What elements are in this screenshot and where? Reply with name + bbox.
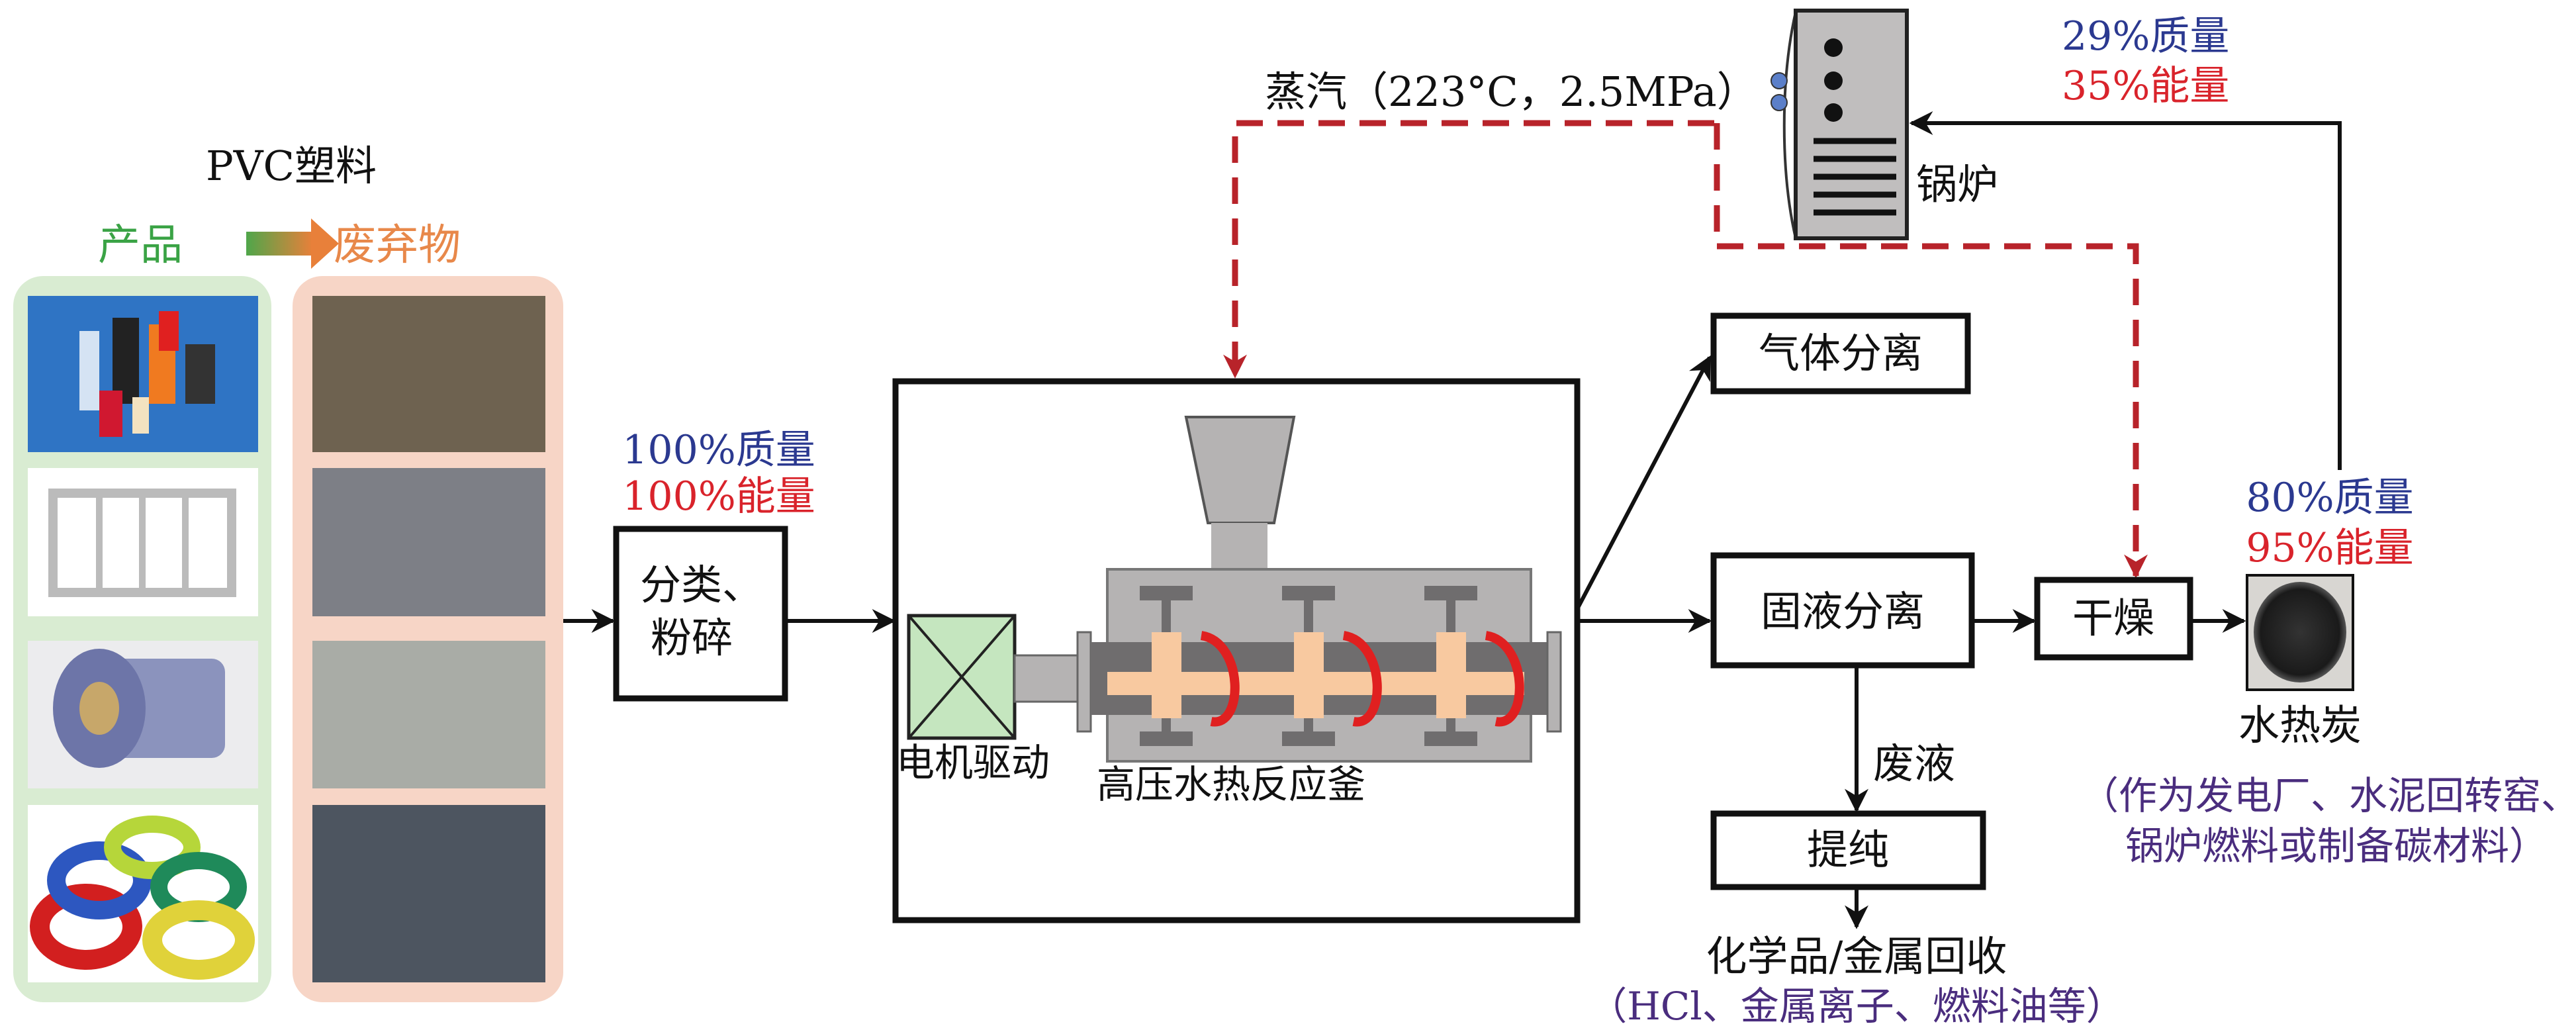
gas-separation-label: 气体分离 <box>1759 329 1923 377</box>
waste-image-cable-scraps <box>312 805 545 982</box>
solid-liquid-separation-box <box>1710 552 1975 669</box>
sorting-box <box>613 526 788 702</box>
sorting-label-line2: 粉碎 <box>651 614 733 662</box>
steam-line-to-dryer <box>1714 123 2148 579</box>
chem-recovery-label: 化学品/金属回收 <box>1706 932 2007 980</box>
input-energy-label: 100%能量 <box>622 473 815 520</box>
hydrochar-energy-label: 95%能量 <box>2246 525 2413 571</box>
product-image-pipes <box>28 296 258 452</box>
gas-separation-box <box>1710 312 1971 395</box>
hydrochar-to-boiler-line <box>1909 111 2342 470</box>
hydrochar-image <box>2246 574 2354 691</box>
product-image-window-frame <box>28 468 258 616</box>
pvc-title: PVC塑料 <box>206 142 377 190</box>
product-image-cable-coils <box>28 805 258 982</box>
waste-label: 废弃物 <box>334 221 461 270</box>
motor-label: 电机驱动 <box>896 740 1050 785</box>
steam-line-to-reactor <box>1223 120 1714 379</box>
product-image-film-roll <box>28 641 258 788</box>
waste-image-window-scraps <box>312 468 545 616</box>
product-to-waste-arrow-icon <box>246 218 339 269</box>
purify-label: 提纯 <box>1807 825 1889 874</box>
reactor-label: 高压水热反应釜 <box>1097 762 1365 807</box>
boiler-label: 锅炉 <box>1916 160 1998 209</box>
boiler-icon <box>1771 9 1909 240</box>
motor-drive-icon <box>907 614 1017 740</box>
waste-image-film-scraps <box>312 641 545 788</box>
input-mass-label: 100%质量 <box>622 427 815 473</box>
waste-liquid-label: 废液 <box>1873 739 1955 788</box>
product-label: 产品 <box>98 221 183 270</box>
hydrothermal-reactor-icon <box>1013 416 1562 763</box>
hydrochar-label: 水热炭 <box>2238 701 2362 749</box>
chem-recovery-detail: （HCl、金属离子、燃料油等） <box>1588 984 2125 1029</box>
hydrochar-use-line2: 锅炉燃料或制备碳材料） <box>2125 823 2548 869</box>
drying-label: 干燥 <box>2072 594 2154 642</box>
hydrochar-mass-label: 80%质量 <box>2246 475 2413 521</box>
boiler-energy-label: 35%能量 <box>2062 63 2229 109</box>
waste-image-pipe-scraps <box>312 296 545 452</box>
steam-label: 蒸汽（223°C，2.5MPa） <box>1265 68 1758 116</box>
purify-box <box>1710 810 1986 890</box>
boiler-mass-label: 29%质量 <box>2062 13 2229 60</box>
hydrochar-use-line1: （作为发电厂、水泥回转窑、 <box>2080 773 2576 818</box>
sorting-label-line1: 分类、 <box>640 561 763 609</box>
solid-liquid-label: 固液分离 <box>1761 587 1925 635</box>
drying-box <box>2034 577 2193 661</box>
arrow-to-gas-separation <box>1575 355 1712 610</box>
